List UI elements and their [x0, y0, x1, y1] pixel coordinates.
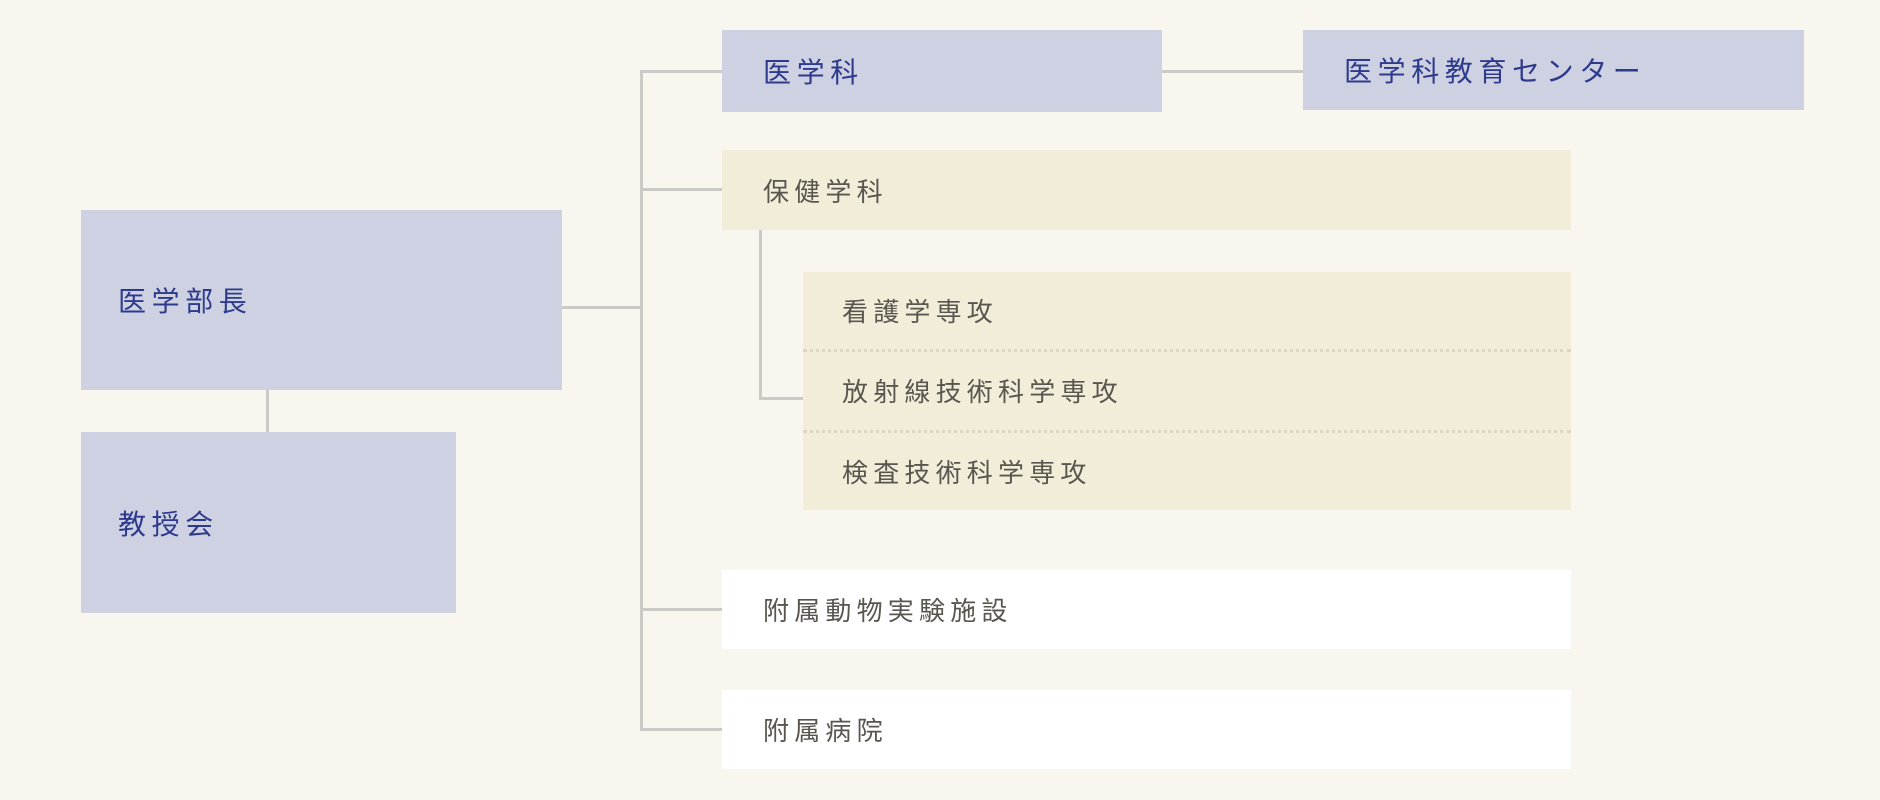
node-university-hospital-label: 附属病院	[763, 716, 888, 746]
connector-health-to-majors-stub	[759, 397, 803, 400]
node-university-hospital: 附属病院	[722, 690, 1571, 769]
node-animal-experiment-facility: 附属動物実験施設	[722, 570, 1571, 649]
connector-trunk-vertical	[640, 70, 643, 731]
node-school-of-medicine[interactable]: 医学科	[722, 30, 1162, 112]
node-radiological-technology-major: 放射線技術科学専攻	[803, 349, 1571, 429]
node-medical-education-center[interactable]: 医学科教育センター	[1303, 30, 1804, 110]
node-dean-label: 医学部長	[118, 286, 253, 317]
node-nursing-major-label: 看護学専攻	[842, 297, 999, 328]
connector-trunk-to-hospital	[640, 728, 722, 731]
node-laboratory-sciences-major-label: 検査技術科学専攻	[842, 457, 1092, 488]
node-radiological-technology-major-label: 放射線技術科学専攻	[842, 377, 1123, 408]
connector-trunk-to-health	[640, 188, 722, 191]
node-dean[interactable]: 医学部長	[81, 210, 562, 390]
connector-trunk-to-animal-facility	[640, 608, 722, 611]
node-faculty-council[interactable]: 教授会	[81, 432, 456, 613]
node-animal-experiment-facility-label: 附属動物実験施設	[763, 596, 1013, 626]
node-nursing-major: 看護学専攻	[803, 272, 1571, 349]
node-faculty-council-label: 教授会	[118, 508, 219, 540]
node-medical-education-center-label: 医学科教育センター	[1344, 56, 1647, 87]
connector-dean-to-trunk	[562, 306, 642, 309]
connector-trunk-to-medicine	[640, 70, 722, 73]
node-school-of-medicine-label: 医学科	[763, 57, 864, 88]
connector-dean-to-council	[266, 390, 269, 432]
majors-group: 看護学専攻 放射線技術科学専攻 検査技術科学専攻	[803, 272, 1571, 510]
connector-health-to-majors-vertical	[759, 230, 762, 400]
node-health-sciences-label: 保健学科	[763, 176, 888, 207]
connector-medicine-to-center	[1162, 70, 1303, 73]
node-health-sciences: 保健学科	[722, 150, 1571, 230]
node-laboratory-sciences-major: 検査技術科学専攻	[803, 429, 1571, 510]
